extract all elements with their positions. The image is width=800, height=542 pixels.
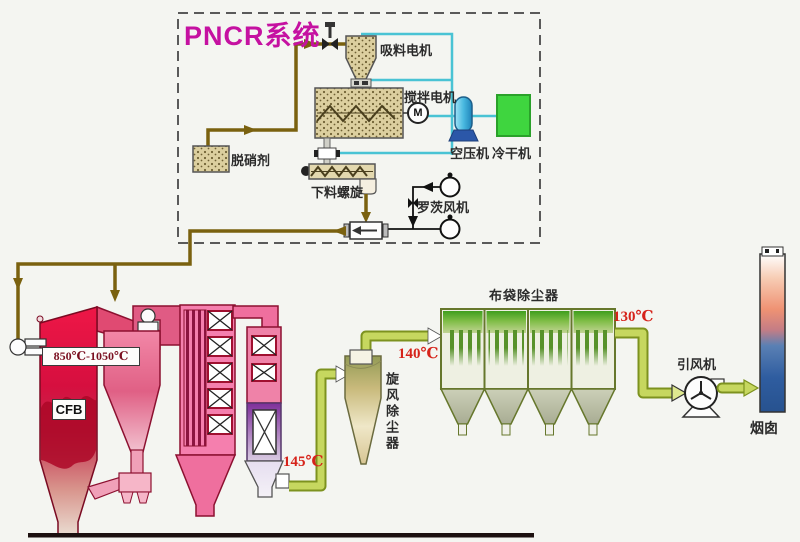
id-fan-label: 引风机 xyxy=(677,357,717,372)
roots-blower-label: 罗茨风机 xyxy=(417,200,470,215)
fan-outlet-duct xyxy=(716,378,760,398)
temp-130: 130℃ xyxy=(613,309,654,325)
flow-arrow-down xyxy=(110,290,120,302)
flow-arrow-right xyxy=(304,39,317,49)
flow-arrow-down xyxy=(408,216,418,227)
backpass-hopper xyxy=(174,454,237,517)
cyclone-dust-collector xyxy=(344,327,443,465)
flow-arrow-down xyxy=(361,212,371,223)
flow-arrow-down xyxy=(13,278,23,290)
pncr-dashed-border xyxy=(177,12,541,244)
bag-filter-label: 布袋除尘器 xyxy=(489,288,560,303)
air-compressor-label: 空压机 xyxy=(450,146,490,161)
air-compressor-icon xyxy=(448,96,479,142)
temp-140: 140℃ xyxy=(398,346,439,362)
flow-arrow-left xyxy=(422,182,433,192)
motor-m-symbol: M xyxy=(413,107,423,119)
superheater-tubes-icon xyxy=(183,309,207,447)
air-heater xyxy=(243,326,290,498)
pncr-title: PNCR系统 xyxy=(184,21,321,51)
mixing-tank xyxy=(314,87,404,139)
flue-duct-140 xyxy=(360,327,443,352)
air-heater-outlet xyxy=(275,473,290,489)
ejector-icon xyxy=(343,221,389,240)
bag-compartments xyxy=(443,311,613,366)
loop-seal xyxy=(118,472,152,493)
mix-motor-label: 搅拌电机 xyxy=(404,90,457,105)
flue-duct-130 xyxy=(615,327,688,403)
cyclone-inlet-box xyxy=(349,349,373,365)
heat-exchanger-bundles xyxy=(207,310,233,435)
furnace-temp-range: 850℃-1050℃ xyxy=(42,347,140,366)
flow-arrow-right xyxy=(244,125,257,135)
feed-valve-icon xyxy=(322,22,338,50)
flow-arrow-right xyxy=(743,378,760,398)
rotary-feeder-icon xyxy=(350,78,372,88)
cfb-label: CFB xyxy=(52,399,86,420)
flow-arrow-right xyxy=(335,365,351,383)
cold-dryer-label: 冷干机 xyxy=(492,146,532,161)
reagent-injection-pipe xyxy=(13,226,346,339)
agent-label: 脱硝剂 xyxy=(231,153,271,168)
backpass xyxy=(174,304,237,517)
mixer-motor-icon xyxy=(403,102,429,124)
discharge-chute xyxy=(359,178,377,195)
cold-dryer-icon xyxy=(496,94,531,137)
flue-duct-145 xyxy=(289,365,351,492)
screw-drop-pipe xyxy=(361,194,371,223)
roots-blower-2-icon xyxy=(439,218,461,240)
flow-arrow-right xyxy=(671,383,688,403)
chimney-icon xyxy=(759,246,786,413)
valve-icon xyxy=(408,198,413,208)
roots-blower-assembly xyxy=(387,172,461,240)
feed-screw-label: 下料螺旋 xyxy=(311,185,364,200)
bag-filter xyxy=(439,308,617,436)
roots-blower-1-icon xyxy=(439,176,461,198)
chimney-label: 烟囱 xyxy=(750,420,778,436)
suction-hopper xyxy=(345,35,377,80)
denitration-agent-box xyxy=(192,145,230,173)
temp-145: 145℃ xyxy=(283,454,324,470)
cyclone-collector-label: 旋风除尘器 xyxy=(384,372,399,452)
reagent-feed-pipe xyxy=(206,39,346,146)
loop-seal-return-leg xyxy=(87,476,122,500)
agitator-icon xyxy=(316,104,396,123)
flow-arrow-right xyxy=(427,327,443,345)
induced-draft-fan-icon xyxy=(681,376,725,418)
ground-line xyxy=(28,533,534,538)
pncr-system-box xyxy=(177,12,541,244)
bag-filter-hoppers xyxy=(439,388,617,436)
air-heater-hopper xyxy=(243,460,284,498)
suction-motor-label: 吸料电机 xyxy=(380,43,433,58)
flow-arrow-left xyxy=(333,226,346,236)
screw-feeder-icon xyxy=(301,163,377,195)
tank-downpipe xyxy=(314,137,340,166)
